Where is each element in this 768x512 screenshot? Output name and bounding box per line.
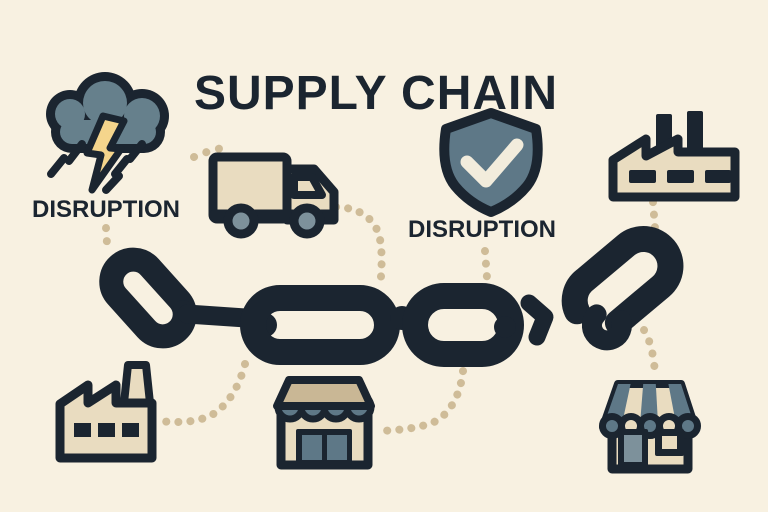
broken-chain-icon <box>99 226 684 367</box>
chimney <box>687 111 703 155</box>
connector-chain-store-middle <box>372 367 467 435</box>
connector-cloud-truck <box>190 144 227 161</box>
lightning-icon <box>83 112 128 194</box>
chain-broken-fragment <box>520 294 554 346</box>
store-right-icon <box>599 380 701 474</box>
truck-wheel-front <box>289 203 325 239</box>
factory-window <box>667 170 694 183</box>
factory-bottom-left-icon <box>55 361 157 463</box>
store-middle-icon <box>273 376 375 470</box>
factory-window <box>122 423 139 437</box>
chain-interlock-nub <box>494 316 516 338</box>
connector-factory-chain <box>649 198 659 232</box>
factory-body <box>55 380 157 463</box>
rain-icon <box>47 140 146 194</box>
truck-icon <box>208 152 339 239</box>
store-door-panel <box>302 435 322 460</box>
factory-body <box>608 134 740 202</box>
chain-link-2 <box>240 285 400 365</box>
connector-left-label-chain <box>102 224 111 248</box>
shield-body <box>439 108 543 217</box>
store-roof <box>273 376 375 410</box>
connector-shield-chain <box>481 247 491 282</box>
chain-link-4-broken <box>561 226 684 351</box>
storm-cloud-icon <box>46 72 169 194</box>
store-door-panel <box>624 435 642 462</box>
connector-truck-chain <box>332 203 386 292</box>
shield-check-icon <box>439 108 543 217</box>
chimney <box>120 361 154 407</box>
connector-chain-store-right <box>640 326 659 377</box>
chain-broken-curl <box>581 304 632 351</box>
factory-window <box>629 170 656 183</box>
checkmark-icon <box>460 138 524 188</box>
dotted-connectors <box>102 144 659 435</box>
chain-link-1 <box>99 247 197 349</box>
factory-top-right-icon <box>608 111 740 202</box>
store-window-pane <box>662 436 677 449</box>
truck-wheel-rear <box>223 203 259 239</box>
disruption-label-left: DISRUPTION <box>31 196 180 223</box>
disruption-label-center: DISRUPTION <box>407 216 556 243</box>
factory-window <box>705 170 731 183</box>
factory-window <box>74 423 91 437</box>
truck-window <box>290 173 326 199</box>
factory-window <box>98 423 115 437</box>
connector-chain-factory-left <box>156 360 249 426</box>
store-door-panel <box>327 435 347 460</box>
